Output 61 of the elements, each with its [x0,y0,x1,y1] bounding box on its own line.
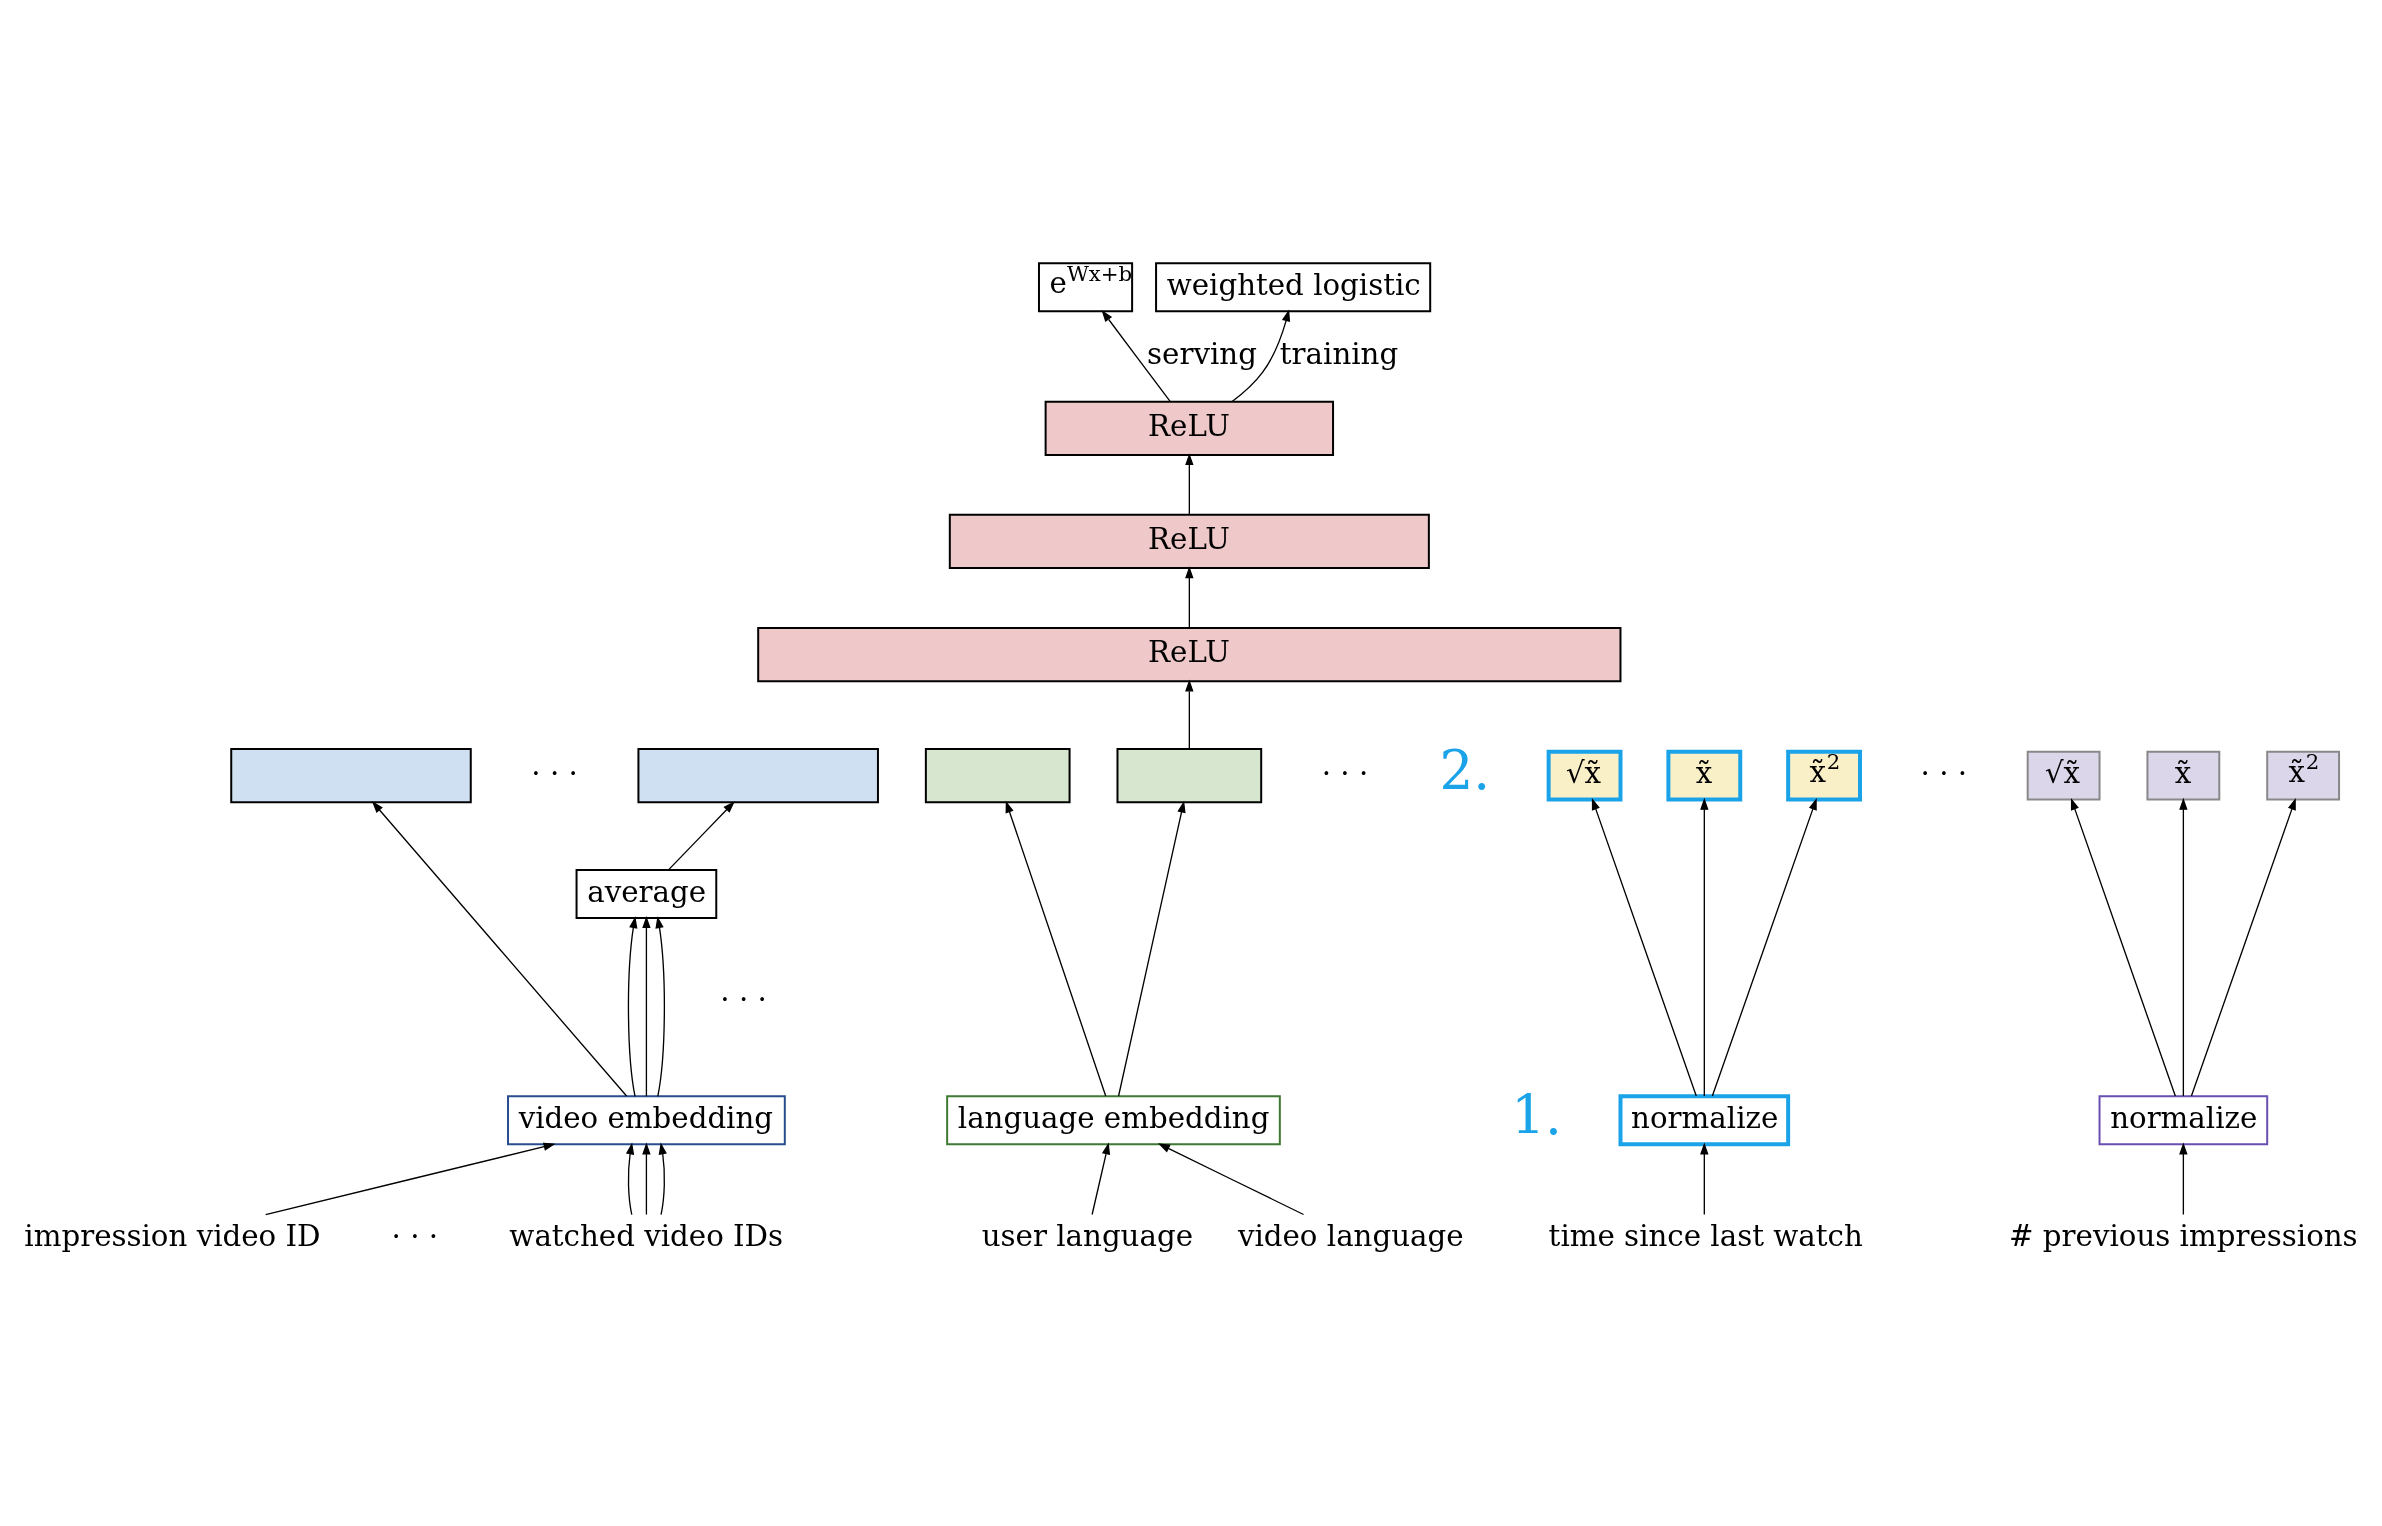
node-text: time since last watch [1548,1219,1863,1254]
arrow [1091,1142,1111,1216]
node-box: √x̃ [1546,749,1623,802]
arrow [1185,566,1194,629]
label: 1. [1511,1084,1563,1147]
arrow [1185,679,1194,750]
node-box [637,748,879,804]
arrow [2179,1142,2188,1216]
arrow [2190,797,2296,1097]
arrow [1185,453,1194,516]
node-box [1116,748,1263,804]
label: · · · [1321,756,1369,791]
arrow [1101,309,1171,403]
node-box: √x̃ [2026,750,2101,801]
node-box: normalize [1618,1094,1791,1147]
node-box: x̃$^{2}$ [2266,750,2341,801]
edge-label: serving [1147,336,1257,371]
arrow [1005,800,1107,1097]
arrow [627,916,638,1097]
label: · · · [391,1219,439,1254]
node-box: video embedding [507,1095,786,1146]
arrow [265,1142,556,1216]
node-box: weighted logistic [1155,262,1432,313]
node-box: ReLU [757,626,1622,683]
arrow [1157,1143,1305,1216]
node-box: average [575,869,718,920]
arrow [658,1142,667,1216]
arrow [1231,309,1291,403]
label: · · · [1920,756,1968,791]
node-box: ReLU [948,513,1430,570]
node-box: e$^{Wx+b}$ [1037,262,1134,313]
arrow [1700,797,1709,1097]
node-box [924,748,1071,804]
arrow [667,801,735,871]
edge-label: training [1279,336,1399,371]
arrow [1591,797,1697,1097]
node-text: video language [1237,1219,1464,1254]
node-text: impression video ID [24,1219,321,1254]
node-box: ReLU [1044,400,1335,456]
arrow [1711,797,1817,1097]
arrow [2179,797,2188,1097]
arrow [1700,1142,1709,1216]
node-text: # previous impressions [2009,1219,2358,1254]
arrow [625,1142,635,1216]
arrow [1117,800,1186,1097]
arrow [642,1142,651,1216]
node-text: user language [981,1219,1193,1254]
arrow [655,916,665,1097]
arrow [2070,797,2176,1097]
node-box: x̃$^{2}$ [1786,749,1862,802]
arrow [371,801,628,1097]
node-text: watched video IDs [509,1219,784,1254]
node-box: x̃ [1666,749,1743,802]
node-box [230,748,472,804]
node-box: language embedding [946,1095,1281,1146]
label: · · · [531,756,578,791]
arrow [642,916,651,1097]
node-box: normalize [2098,1095,2269,1146]
label: 2. [1439,739,1491,802]
node-box: x̃ [2146,750,2221,801]
label: · · · [720,982,767,1017]
